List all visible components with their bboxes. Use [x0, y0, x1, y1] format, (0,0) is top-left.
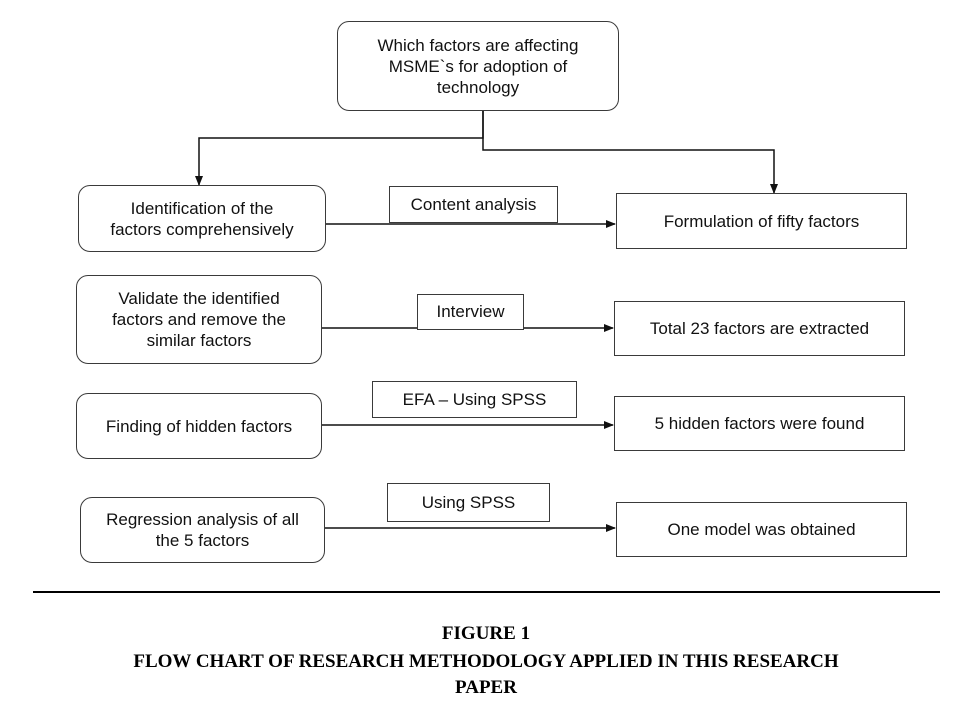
figure-number: FIGURE 1 [441, 623, 531, 644]
step-hidden-factors-box: Finding of hidden factors [76, 393, 322, 459]
step-regression-box: Regression analysis of all the 5 factors [80, 497, 325, 563]
step-validate-box: Validate the identified factors and remo… [76, 275, 322, 364]
result-23-factors-box: Total 23 factors are extracted [614, 301, 905, 356]
method-using-spss-label: Using SPSS [387, 483, 550, 522]
figure-title: FLOW CHART OF RESEARCH METHODOLOGY APPLI… [133, 651, 839, 672]
figure-title-continued: PAPER [455, 677, 517, 698]
result-fifty-factors-box: Formulation of fifty factors [616, 193, 907, 249]
connector-top-to-left [195, 111, 484, 186]
connector-top-to-right [482, 111, 778, 194]
method-interview-label: Interview [417, 294, 524, 330]
result-hidden-factors-box: 5 hidden factors were found [614, 396, 905, 451]
method-content-analysis-label: Content analysis [389, 186, 558, 223]
question-box: Which factors are affecting MSME`s for a… [337, 21, 619, 111]
result-model-box: One model was obtained [616, 502, 907, 557]
caption-divider [33, 591, 940, 593]
step-identification-box: Identification of the factors comprehens… [78, 185, 326, 252]
method-efa-spss-label: EFA – Using SPSS [372, 381, 577, 418]
